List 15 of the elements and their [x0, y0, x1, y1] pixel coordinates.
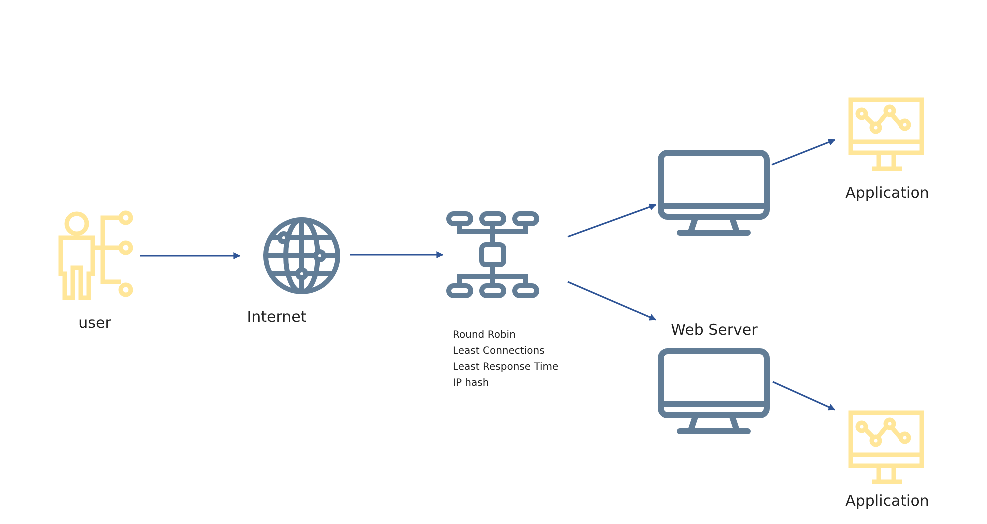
node-label: Application [844, 492, 930, 510]
arrow [772, 381, 836, 411]
algorithm-label: Round Robin [453, 329, 516, 343]
node-label: Internet [246, 308, 308, 326]
arrow [140, 252, 241, 260]
arrow [772, 139, 836, 166]
algorithm-label: Least Response Time [453, 361, 559, 375]
arrow [568, 281, 657, 321]
arrow [568, 204, 657, 238]
algorithm-label: IP hash [453, 377, 490, 391]
arrow [350, 252, 444, 258]
node-label: Web Server [670, 321, 759, 339]
node-label: Application [844, 184, 930, 202]
algorithm-label: Least Connections [453, 345, 545, 359]
node-label: user [78, 314, 112, 332]
